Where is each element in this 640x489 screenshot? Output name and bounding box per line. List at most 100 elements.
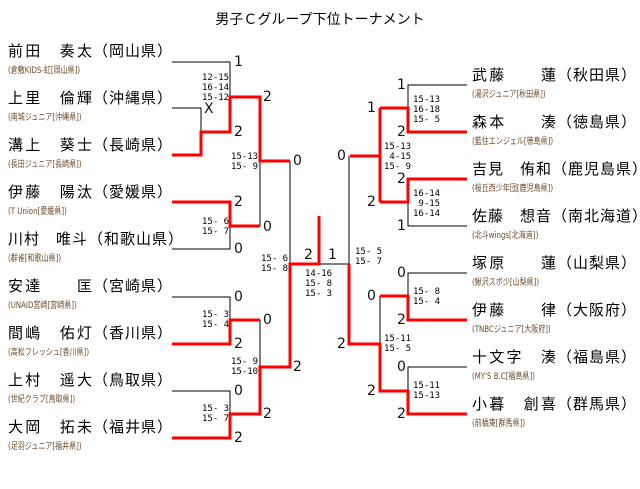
match-score: 2 (263, 406, 272, 422)
player-name: 吉見 侑和 (472, 160, 553, 178)
player-prefecture: （香川県） (92, 324, 173, 342)
player-name: 武藤 蓮 (472, 66, 557, 84)
game-scores: 15- 8 15- 4 (413, 287, 441, 307)
match-score: 0 (263, 219, 272, 235)
match-score: 2 (337, 336, 346, 352)
game-scores: 15- 6 15- 7 (202, 217, 230, 237)
player-name: 上里 倫輝 (8, 89, 93, 107)
game-scores: 12-15 16-14 15-12 (202, 73, 230, 103)
player-club: (南城ジュニア[沖縄県]) (8, 113, 82, 123)
match-score: 2 (293, 359, 302, 375)
match-score: 0 (337, 148, 346, 164)
game-scores: 15-11 15-13 (413, 381, 441, 401)
player-club: (UNAID宮崎[宮崎県]) (8, 301, 77, 311)
match-score: 0 (397, 359, 406, 375)
player-left-6: 安達 匡（宮崎県） (UNAID宮崎[宮崎県]) (8, 277, 173, 311)
player-club: (倉敷KIDS-虹[岡山県]) (8, 66, 81, 76)
walkover-mark: X (204, 101, 214, 117)
player-left-3: 溝上 葵士（長崎県）(長田ジュニア[長崎県]) (8, 136, 173, 170)
match-score: 2 (234, 430, 243, 446)
game-scores: 15-13 15- 9 (231, 152, 259, 172)
final-score-right: 1 (328, 247, 337, 263)
player-name: 伊藤 陽汰 (8, 183, 93, 201)
match-score: 2 (234, 194, 243, 210)
player-prefecture: （岡山県） (92, 42, 173, 60)
match-score: 1 (397, 77, 406, 93)
player-club: (長田ジュニア[長崎県]) (8, 160, 82, 170)
final-score-left: 2 (304, 247, 313, 263)
match-score: 0 (234, 383, 243, 399)
player-prefecture: （福井県） (92, 418, 173, 436)
player-prefecture: （沖縄県） (92, 89, 173, 107)
game-scores: 15-11 15- 5 (384, 334, 412, 354)
player-name: 溝上 葵士 (8, 136, 93, 154)
game-scores: 15- 6 15- 8 (261, 254, 289, 274)
game-scores: 14-16 15- 8 15- 3 (305, 269, 333, 299)
player-right-3: 吉見 侑和（鹿児島県）(桜丘西少年団[鹿児島県]) (472, 160, 640, 194)
player-right-8: 小暮 創喜（群馬県）(前橋東[群馬県]) (472, 395, 637, 429)
player-right-4: 佐藤 想音（南北海道）(北斗wings[北海道]) (472, 207, 640, 241)
player-club: (高松フレッシュ[香川県]) (8, 348, 90, 358)
winner-lines (172, 95, 467, 440)
player-prefecture: （山梨県） (556, 254, 637, 272)
player-prefecture: （徳島県） (556, 113, 637, 131)
player-left-8: 上村 遥大（鳥取県）(世紀クラブ[鳥取県]) (8, 371, 173, 405)
player-left-4: 伊藤 陽汰（愛媛県） (T Union[愛媛県]) (8, 183, 173, 217)
player-name: 伊藤 律 (472, 301, 557, 319)
match-score: 0 (234, 289, 243, 305)
match-score: 0 (397, 265, 406, 281)
match-score: 1 (397, 218, 406, 234)
match-score: 2 (234, 336, 243, 352)
match-score: 1 (234, 54, 243, 70)
player-prefecture: （宮崎県） (92, 277, 173, 295)
game-scores: 15-13 16-18 15- 5 (413, 95, 441, 125)
player-prefecture: （愛媛県） (92, 183, 173, 201)
page-title: 男子Ｃグループ下位トーナメント (215, 12, 425, 28)
player-right-1: 武藤 蓮（秋田県） (湯沢ジュニア[秋田県]) (472, 66, 637, 100)
player-left-2: 上里 倫輝（沖縄県） (南城ジュニア[沖縄県]) (8, 89, 173, 123)
player-name: 小暮 創喜 (472, 395, 557, 413)
game-scores: 16-14 9-15 16-14 (413, 189, 441, 219)
player-name: 間嶋 佑灯 (8, 324, 93, 342)
player-club: (群雀[和歌山県]) (8, 254, 62, 264)
player-right-2: 森本 湊（徳島県）(藍住エンジェル[徳島県]) (472, 113, 637, 147)
match-score: 0 (293, 153, 302, 169)
match-score: 2 (397, 312, 406, 328)
player-prefecture: （福島県） (556, 348, 637, 366)
player-prefecture: （群馬県） (556, 395, 637, 413)
player-club: (MY'S B.C[福島県]) (472, 372, 535, 382)
game-scores: 15- 9 15-10 (231, 357, 259, 377)
match-score: 2 (397, 406, 406, 422)
player-left-9: 大岡 拓未（福井県）(足羽ジュニア[福井県]) (8, 418, 173, 452)
player-club: (鰍沢スポ少[山梨県]) (472, 278, 540, 288)
player-club: (湯沢ジュニア[秋田県]) (472, 90, 546, 100)
player-club: (桜丘西少年団[鹿児島県]) (472, 184, 554, 194)
match-score: 1 (367, 100, 376, 116)
player-name: 十文字 湊 (472, 348, 557, 366)
match-score: 2 (397, 171, 406, 187)
player-name: 前田 奏太 (8, 42, 93, 60)
player-prefecture: （和歌山県） (88, 230, 185, 248)
player-name: 森本 湊 (472, 113, 557, 131)
match-score: 2 (263, 89, 272, 105)
player-right-7: 十文字 湊（福島県） (MY'S B.C[福島県]) (472, 348, 637, 382)
game-scores: 15- 3 15- 7 (202, 404, 230, 424)
player-right-6: 伊藤 律（大阪府） (TNBCジュニア[大阪府]) (472, 301, 637, 335)
match-score: 0 (263, 312, 272, 328)
player-prefecture: （秋田県） (556, 66, 637, 84)
player-left-1: 前田 奏太（岡山県） (倉敷KIDS-虹[岡山県]) (8, 42, 173, 76)
player-club: (T Union[愛媛県]) (8, 207, 67, 217)
match-score: 2 (367, 383, 376, 399)
player-club: (藍住エンジェル[徳島県]) (472, 137, 554, 147)
game-scores: 15-13 4-15 15- 9 (384, 142, 412, 172)
player-club: (足羽ジュニア[福井県]) (8, 442, 82, 452)
player-left-5: 川村 唯斗（和歌山県）(群雀[和歌山県]) (8, 230, 183, 264)
player-prefecture: （大阪府） (556, 301, 637, 319)
player-right-5: 塚原 蓮（山梨県）(鰍沢スポ少[山梨県]) (472, 254, 637, 288)
player-club: (TNBCジュニア[大阪府]) (472, 325, 551, 335)
player-name: 安達 匡 (8, 277, 93, 295)
match-score: 2 (397, 124, 406, 140)
player-prefecture: （鳥取県） (92, 371, 173, 389)
